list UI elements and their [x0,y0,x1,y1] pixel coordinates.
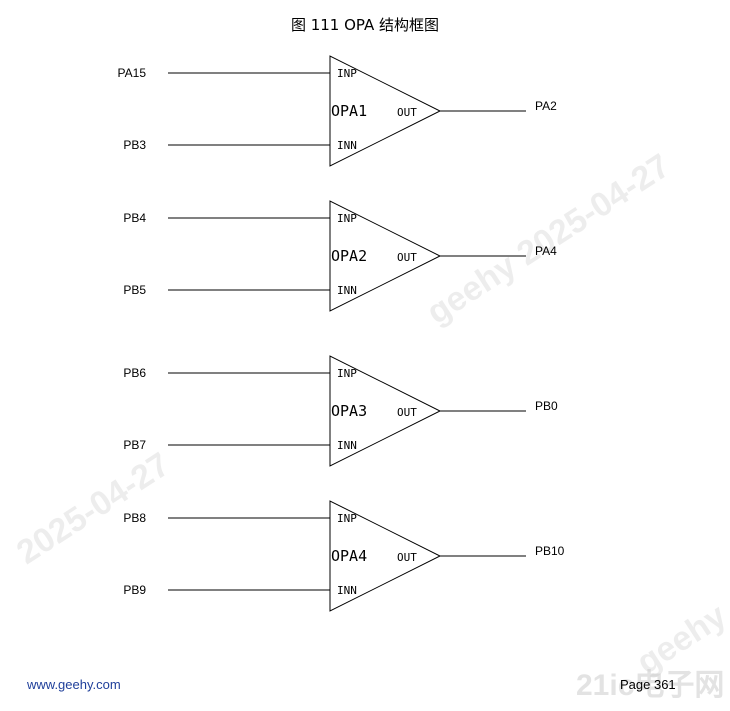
inn-pin-label: PB5 [123,283,146,297]
site-logo: 21ic电子网 [576,669,725,702]
opa-name-label: OPA4 [331,547,367,565]
opamp-triangle [329,355,442,467]
inn-pin-label: PB9 [123,583,146,597]
out-pin-label: PB10 [535,544,565,558]
opamp-triangle [329,500,442,612]
out-label: OUT [397,106,417,119]
inp-label: INP [337,512,357,525]
opamp-triangle [329,55,442,167]
inp-pin-label: PB4 [123,211,146,225]
footer-page-number: Page 361 [620,677,676,692]
opa-name-label: OPA3 [331,402,367,420]
inp-pin-label: PB8 [123,511,146,525]
out-label: OUT [397,251,417,264]
figure-title: 图 111 OPA 结构框图 [290,16,440,34]
inn-label: INN [337,139,357,152]
out-pin-label: PB0 [535,399,558,413]
opa-name-label: OPA1 [331,102,367,120]
out-pin-label: PA4 [535,244,557,258]
opamp-triangle [329,200,442,312]
inp-pin-label: PA15 [118,66,147,80]
inn-label: INN [337,439,357,452]
inn-pin-label: PB7 [123,438,146,452]
inn-pin-label: PB3 [123,138,146,152]
inn-label: INN [337,584,357,597]
inp-label: INP [337,212,357,225]
inp-label: INP [337,67,357,80]
inp-label: INP [337,367,357,380]
out-pin-label: PA2 [535,99,557,113]
inp-pin-label: PB6 [123,366,146,380]
inn-label: INN [337,284,357,297]
out-label: OUT [397,551,417,564]
out-label: OUT [397,406,417,419]
footer-website: www.geehy.com [27,677,121,692]
opa-name-label: OPA2 [331,247,367,265]
